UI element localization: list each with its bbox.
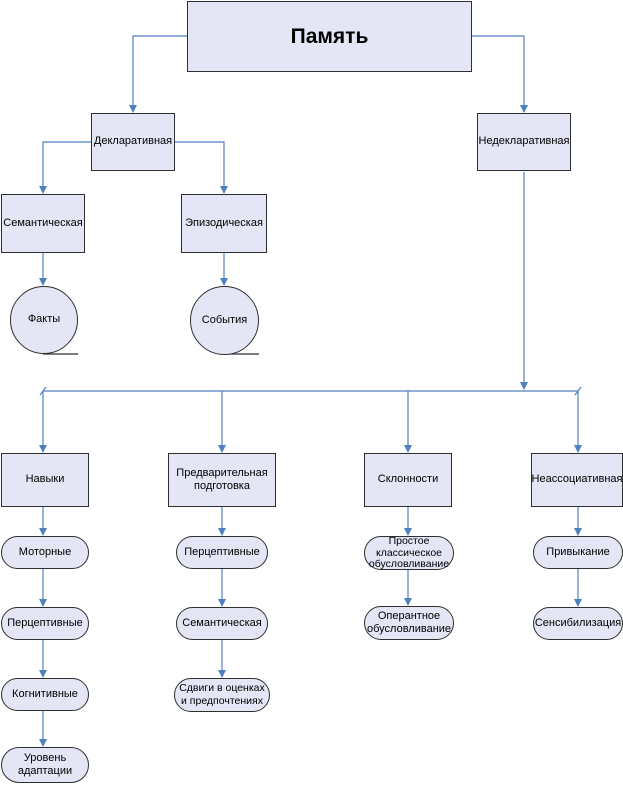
node-episodic: Эпизодическая (181, 194, 267, 253)
node-nondeclarative: Недекларативная (477, 113, 571, 171)
connector-declarative-semantic (39, 141, 91, 194)
node-memory: Память (187, 1, 472, 72)
connector-root-declarative (129, 35, 187, 113)
node-motor: Моторные (1, 536, 89, 569)
node-classical-conditioning: Простое классическое обусловливание (364, 536, 454, 570)
node-adaptation-level: Уровень адаптации (1, 747, 89, 783)
node-cognitive: Когнитивные (1, 678, 89, 711)
node-dispositions: Склонности (364, 453, 452, 507)
node-perceptual-skills: Перцептивные (1, 607, 89, 640)
connector-root-nondeclarative (472, 35, 528, 113)
node-facts: Факты (10, 286, 78, 354)
node-declarative: Декларативная (91, 113, 175, 171)
node-priming: Предварительная подготовка (168, 453, 276, 507)
node-sensitization: Сенсибилизация (533, 607, 623, 640)
node-habituation: Привыкание (533, 536, 623, 569)
node-shifts: Сдвиги в оценках и предпочтениях (174, 678, 270, 712)
node-semantic-priming: Семантическая (176, 607, 268, 640)
node-nonassociative: Неассоциативная (531, 453, 623, 507)
node-semantic: Семантическая (1, 194, 85, 253)
connector-declarative-episodic (175, 141, 228, 194)
node-operant-conditioning: Оперантное обусловливание (364, 606, 454, 640)
node-events: События (190, 286, 259, 355)
node-skills: Навыки (1, 453, 89, 507)
node-perceptual-priming: Перцептивные (176, 536, 268, 569)
